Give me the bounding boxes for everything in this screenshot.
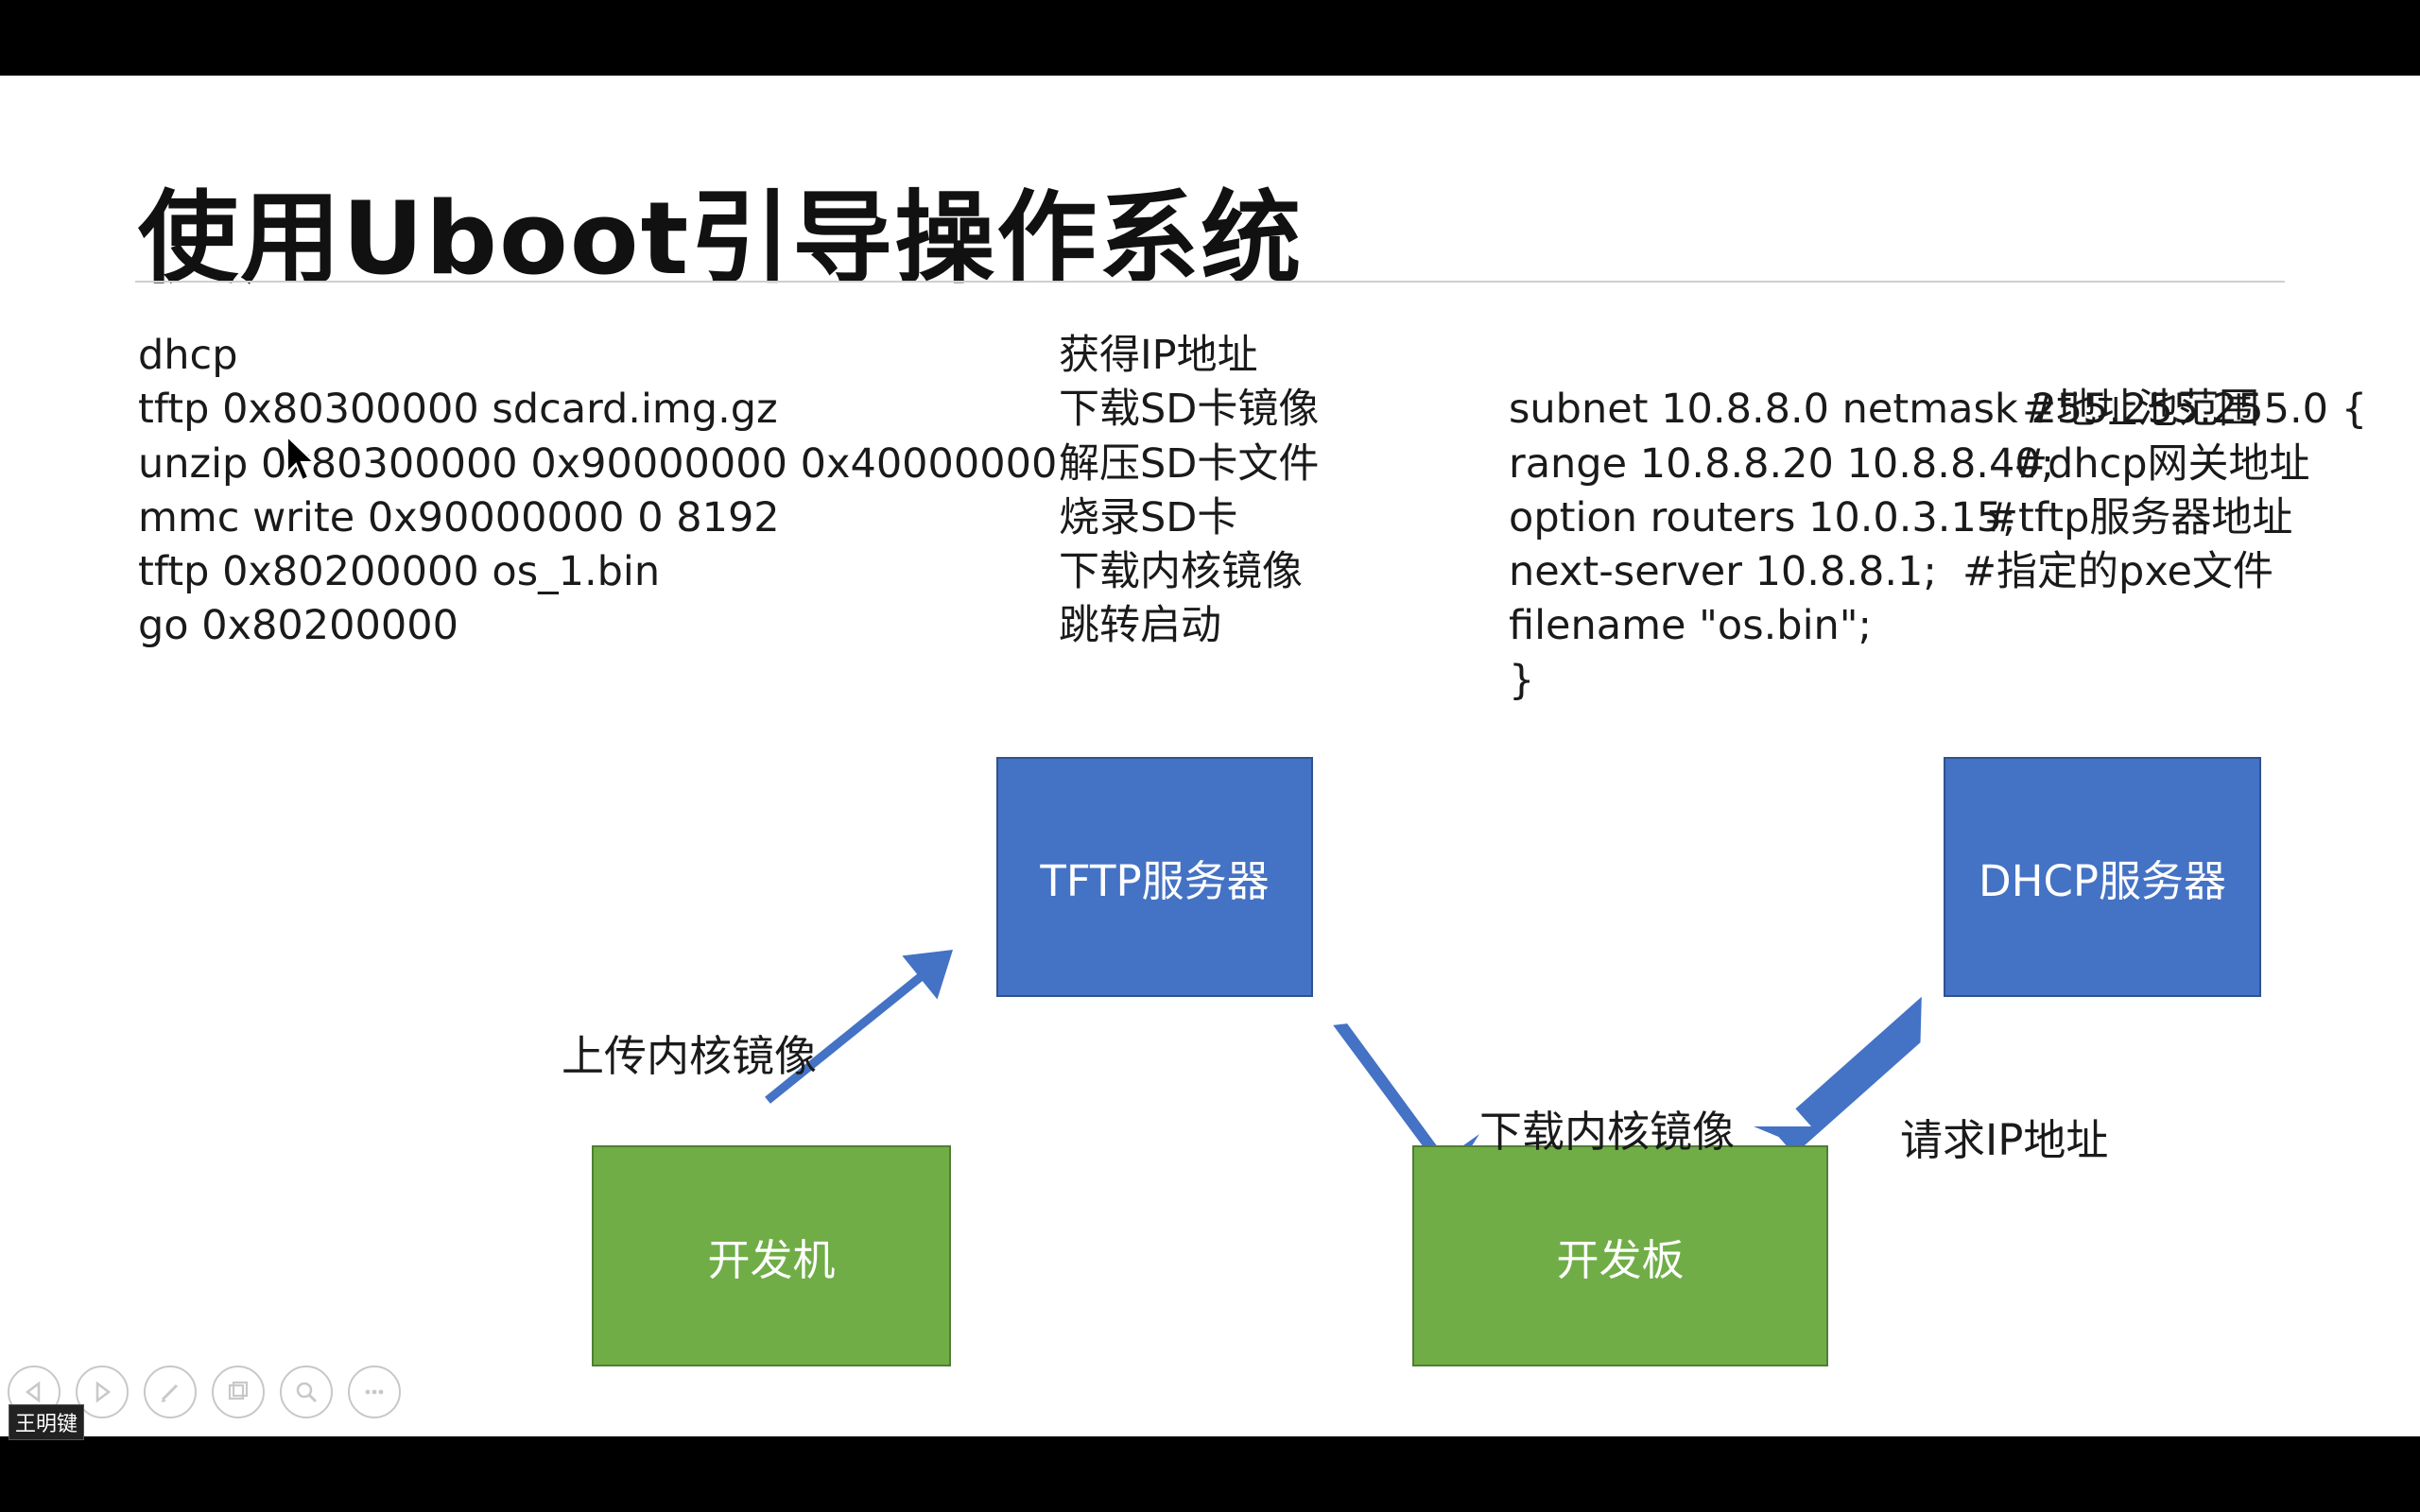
command-line: dhcp xyxy=(138,332,238,379)
config-comment: #dhcp网关地址 xyxy=(2014,439,2310,488)
config-code: filename "os.bin"; xyxy=(1509,602,1873,650)
dhcp-server-label: DHCP服务器 xyxy=(1978,855,2227,906)
slide-title: 使用Uboot引导操作系统 xyxy=(138,180,1304,297)
config-code: next-server 10.8.8.1; xyxy=(1509,548,1937,596)
command-line: unzip 0x80300000 0x90000000 0x40000000 xyxy=(138,439,1058,488)
config-code: range 10.8.8.20 10.8.8.40; xyxy=(1509,439,2055,488)
description-line: 烧录SD卡 xyxy=(1059,493,1238,541)
command-line: tftp 0x80200000 os_1.bin xyxy=(138,548,661,596)
dev-machine-box: 开发机 xyxy=(592,1145,951,1366)
zoom-icon[interactable] xyxy=(280,1366,333,1418)
command-line: tftp 0x80300000 sdcard.img.gz xyxy=(138,386,778,434)
config-code: } xyxy=(1509,656,1535,704)
request-ip-label: 请求IP地址 xyxy=(1900,1115,2109,1165)
tftp-server-label: TFTP服务器 xyxy=(1040,855,1270,906)
dhcp-config-list: subnet 10.8.8.0 netmask 255.255.255.0 { … xyxy=(1431,329,2367,704)
config-code: option routers 10.0.3.15; xyxy=(1509,493,2016,541)
pen-icon[interactable] xyxy=(144,1366,197,1418)
config-line: subnet 10.8.8.0 netmask 255.255.255.0 { xyxy=(1431,329,2367,433)
description-line: 下载SD卡镜像 xyxy=(1059,386,1320,434)
description-line: 解压SD卡文件 xyxy=(1059,439,1320,488)
play-icon[interactable] xyxy=(76,1366,129,1418)
download-kernel-label: 下载内核镜像 xyxy=(1479,1107,1736,1157)
slide: 使用Uboot引导操作系统 dhcp tftp 0x80300000 sdcar… xyxy=(0,76,2420,1436)
dev-machine-label: 开发机 xyxy=(707,1234,836,1285)
mouse-cursor-icon xyxy=(285,434,320,488)
description-line: 跳转启动 xyxy=(1059,602,1221,650)
title-divider xyxy=(135,281,2285,283)
more-icon[interactable] xyxy=(348,1366,401,1418)
config-comment: #tftp服务器地址 xyxy=(1984,493,2293,541)
dhcp-server-box: DHCP服务器 xyxy=(1944,757,2261,997)
presenter-name-tag: 王明键 xyxy=(9,1404,85,1440)
upload-arrow xyxy=(765,950,953,1104)
config-line: range 10.8.8.20 10.8.8.40; #地址池范围 xyxy=(1431,383,2320,487)
config-line: filename "os.bin"; #指定的pxe文件 xyxy=(1431,545,2320,649)
command-line: go 0x80200000 xyxy=(138,602,458,650)
config-code: subnet 10.8.8.0 netmask 255.255.255.0 { xyxy=(1509,386,2368,434)
slides-icon[interactable] xyxy=(212,1366,265,1418)
dev-board-label: 开发板 xyxy=(1556,1234,1685,1285)
command-description-list: 获得IP地址 下载SD卡镜像 解压SD卡文件 烧录SD卡 下载内核镜像 跳转启动 xyxy=(1059,329,1319,654)
config-line: option routers 10.0.3.15; #dhcp网关地址 xyxy=(1431,438,2320,541)
request-ip-arrow xyxy=(1754,996,1922,1155)
tftp-server-box: TFTP服务器 xyxy=(996,757,1313,997)
dev-board-box: 开发板 xyxy=(1412,1145,1828,1366)
config-comment: #指定的pxe文件 xyxy=(1962,548,2273,596)
config-comment: #地址池范围 xyxy=(2022,386,2260,434)
download-arrow xyxy=(1333,1023,1479,1178)
description-line: 获得IP地址 xyxy=(1059,332,1258,379)
config-line: next-server 10.8.8.1; #tftp服务器地址 xyxy=(1431,491,2320,595)
config-line: } xyxy=(1431,599,2320,704)
description-line: 下载内核镜像 xyxy=(1059,548,1303,596)
upload-kernel-label: 上传内核镜像 xyxy=(562,1031,818,1081)
command-line: mmc write 0x90000000 0 8192 xyxy=(138,493,780,541)
uboot-command-list: dhcp tftp 0x80300000 sdcard.img.gz unzip… xyxy=(138,329,1057,654)
diagram-arrows xyxy=(765,950,1922,1178)
